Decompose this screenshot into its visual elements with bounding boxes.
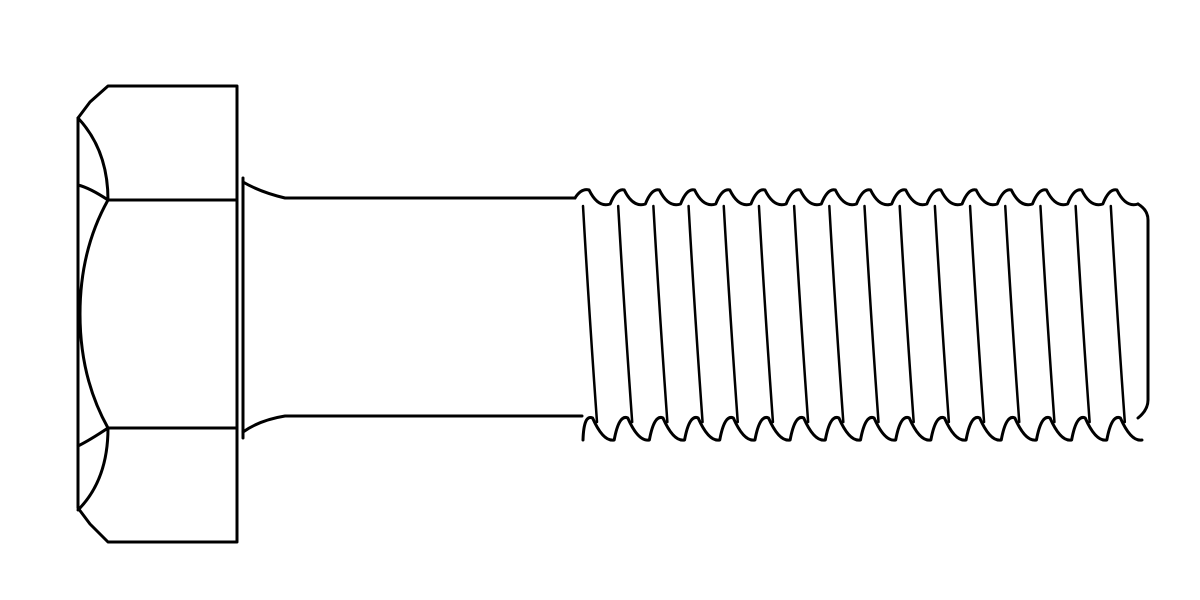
thread-helix-line xyxy=(1039,204,1056,424)
shank-bottom-edge xyxy=(241,414,584,434)
thread-helix-line xyxy=(792,204,810,424)
bolt-head xyxy=(76,84,245,544)
bolt-head-chamfer-arc-middle xyxy=(78,198,110,430)
bolt-tip-end xyxy=(1136,202,1150,420)
thread-helix-line xyxy=(1109,204,1127,424)
thread-helix-line xyxy=(1004,204,1021,424)
thread-helix-line xyxy=(757,204,775,424)
thread-helix-line xyxy=(933,204,951,424)
bolt-shank xyxy=(241,180,584,434)
thread-helix-line xyxy=(722,204,739,424)
thread-helix-line xyxy=(581,204,599,424)
thread-helix-line xyxy=(687,204,704,424)
thread-helix-line xyxy=(863,204,880,424)
thread-profile-top xyxy=(573,188,1140,207)
thread-profile-bottom xyxy=(581,415,1144,442)
bolt-head-chamfer-arc-bottom xyxy=(76,426,110,512)
thread-helix-line xyxy=(828,204,845,424)
thread-helix-line xyxy=(1074,204,1091,424)
thread-helix-line xyxy=(898,204,915,424)
bolt-head-outline xyxy=(76,84,239,544)
thread-helix-line xyxy=(968,204,986,424)
shank-top-edge xyxy=(241,180,577,200)
bolt-head-chamfer-arc-top xyxy=(76,116,110,202)
thread-helix-line xyxy=(616,204,634,424)
bolt-threads xyxy=(573,188,1150,442)
thread-helix-line xyxy=(652,204,669,424)
thread-helix-lines xyxy=(581,204,1127,424)
